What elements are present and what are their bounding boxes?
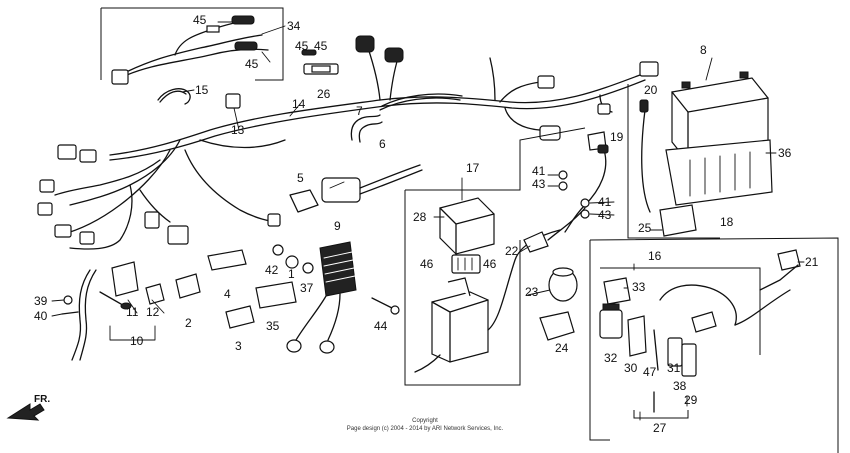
copyright-line-2: Page design (c) 2004 - 2014 by ARI Netwo… bbox=[347, 426, 504, 432]
inset-box-control-unit bbox=[404, 127, 586, 386]
callout-45: 45 bbox=[245, 57, 259, 71]
wire-loop bbox=[659, 284, 791, 333]
callout-1: 1 bbox=[288, 267, 295, 281]
inset-box-16 bbox=[589, 237, 839, 453]
callout-40: 40 bbox=[34, 309, 48, 323]
callout-20: 20 bbox=[644, 83, 658, 97]
callout-12: 12 bbox=[146, 305, 160, 319]
callout-21: 21 bbox=[805, 255, 819, 269]
main-wire-harness-14 bbox=[37, 35, 659, 250]
inset-box-harness bbox=[101, 7, 284, 81]
bolt-41-43 bbox=[558, 170, 590, 219]
connector-2 bbox=[175, 273, 201, 299]
sub-harness-34 bbox=[111, 15, 269, 85]
battery-box-36 bbox=[665, 139, 773, 206]
connector-22 bbox=[523, 207, 586, 253]
callout-16: 16 bbox=[648, 249, 662, 263]
fuse-block-46 bbox=[451, 254, 481, 274]
callout-45: 45 bbox=[193, 13, 207, 27]
callout-22: 22 bbox=[505, 244, 519, 258]
module-35 bbox=[255, 281, 297, 309]
part-21 bbox=[759, 249, 801, 291]
callout-10: 10 bbox=[130, 334, 144, 348]
switch-assembly-10 bbox=[71, 261, 165, 361]
part-30-47 bbox=[627, 315, 659, 413]
part-33 bbox=[603, 277, 631, 305]
callout-31: 31 bbox=[667, 361, 681, 375]
callout-18: 18 bbox=[720, 215, 734, 229]
callout-6: 6 bbox=[379, 137, 386, 151]
callout-labels: 45 34 45 45 45 15 14 13 26 7 6 5 20 8 36… bbox=[34, 13, 819, 435]
callout-17: 17 bbox=[466, 161, 480, 175]
connector-3 bbox=[225, 305, 255, 329]
callout-42: 42 bbox=[265, 263, 279, 277]
callout-2: 2 bbox=[185, 316, 192, 330]
callout-30: 30 bbox=[624, 361, 638, 375]
callout-14: 14 bbox=[292, 97, 306, 111]
callout-19: 19 bbox=[610, 130, 624, 144]
callout-47: 47 bbox=[643, 365, 657, 379]
regulator-rectifier-9 bbox=[286, 241, 357, 354]
tube-7 bbox=[350, 93, 463, 143]
callout-34: 34 bbox=[287, 19, 301, 33]
callout-9: 9 bbox=[334, 219, 341, 233]
callout-44: 44 bbox=[374, 319, 388, 333]
battery-8 bbox=[671, 71, 769, 163]
callout-15: 15 bbox=[195, 83, 209, 97]
relay-28 bbox=[439, 197, 495, 255]
callout-26: 26 bbox=[317, 87, 331, 101]
callout-35: 35 bbox=[266, 319, 280, 333]
callout-38: 38 bbox=[673, 379, 687, 393]
bolt-44 bbox=[371, 297, 400, 315]
bolt-42-1-37 bbox=[272, 244, 314, 274]
horn-23 bbox=[539, 267, 578, 341]
inset-box-16-inner bbox=[600, 267, 761, 355]
callout-4: 4 bbox=[224, 287, 231, 301]
callout-28: 28 bbox=[413, 210, 427, 224]
part-31-38 bbox=[667, 337, 697, 377]
callout-7: 7 bbox=[356, 104, 363, 118]
callout-45: 45 bbox=[295, 39, 309, 53]
callout-3: 3 bbox=[235, 339, 242, 353]
part-32 bbox=[599, 303, 623, 339]
callout-25: 25 bbox=[638, 221, 652, 235]
callout-5: 5 bbox=[297, 171, 304, 185]
callout-24: 24 bbox=[555, 341, 569, 355]
fuse-26 bbox=[301, 49, 339, 75]
callout-32: 32 bbox=[604, 351, 618, 365]
callout-11: 11 bbox=[126, 305, 139, 319]
callout-8: 8 bbox=[700, 43, 707, 57]
leader-lines bbox=[51, 21, 805, 421]
battery-cable-20 bbox=[639, 99, 697, 237]
control-module bbox=[414, 229, 561, 373]
callout-29: 29 bbox=[684, 393, 698, 407]
callout-23: 23 bbox=[525, 285, 539, 299]
callout-41: 41 bbox=[532, 164, 546, 178]
callout-13: 13 bbox=[231, 123, 245, 137]
callout-46: 46 bbox=[483, 257, 497, 271]
module-4 bbox=[207, 249, 247, 271]
inset-box-battery-cable bbox=[627, 84, 720, 239]
bracket-27 bbox=[633, 410, 689, 419]
callout-45: 45 bbox=[314, 39, 328, 53]
callout-39: 39 bbox=[34, 294, 48, 308]
callout-46: 46 bbox=[420, 257, 434, 271]
callout-27: 27 bbox=[653, 421, 667, 435]
callout-36: 36 bbox=[778, 146, 792, 160]
front-direction-label: FR. bbox=[34, 394, 50, 405]
ground-strap-15 bbox=[157, 88, 191, 105]
callout-37: 37 bbox=[300, 281, 314, 295]
ignition-coil-5 bbox=[289, 164, 423, 213]
copyright-line-1: Copyright bbox=[412, 418, 438, 424]
front-direction-arrow-icon: FR. bbox=[6, 394, 50, 421]
bolt-39-40 bbox=[61, 295, 79, 315]
callout-43: 43 bbox=[532, 177, 546, 191]
callout-33: 33 bbox=[632, 280, 646, 294]
